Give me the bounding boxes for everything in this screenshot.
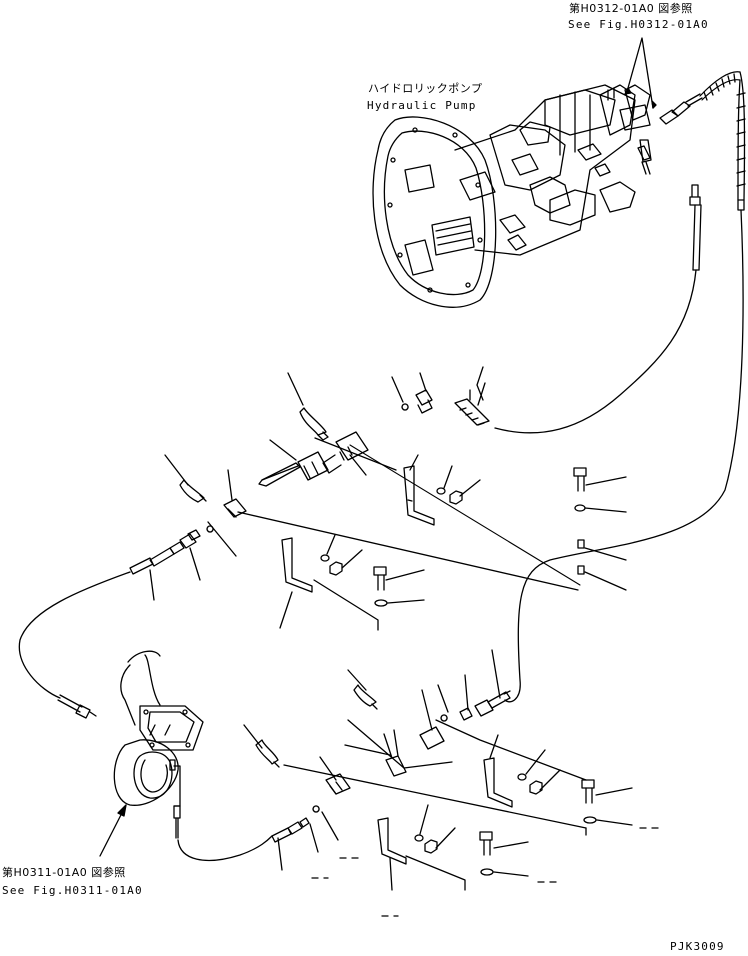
tank-figure-ref-en: See Fig.H0311-01A0 bbox=[2, 884, 143, 897]
pump-label-jp: ハイドロリックポンプ bbox=[368, 82, 483, 95]
tank-return-hose bbox=[177, 805, 339, 871]
tank-figure-ref-jp: 第H0311-01A0 図参照 bbox=[2, 866, 126, 879]
hydraulic-pump bbox=[372, 37, 703, 308]
connecting-hose bbox=[18, 571, 131, 719]
pump-hose-upper bbox=[504, 71, 746, 703]
pump-figure-ref-jp: 第H0312-01A0 図参照 bbox=[569, 2, 693, 15]
pump-label-en: Hydraulic Pump bbox=[367, 99, 477, 112]
lower-pipe-assembly bbox=[243, 649, 659, 917]
drawing-number: PJK3009 bbox=[670, 940, 725, 953]
upper-pipe-assembly bbox=[129, 372, 627, 631]
hydraulic-tank bbox=[99, 650, 204, 857]
pump-figure-ref-en: See Fig.H0312-01A0 bbox=[568, 18, 709, 31]
